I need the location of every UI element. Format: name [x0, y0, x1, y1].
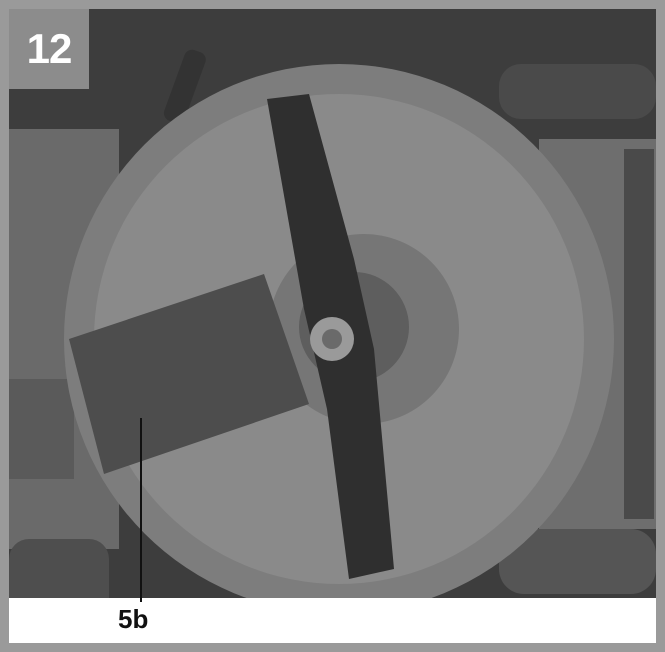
mulch-deflector [69, 274, 309, 474]
top-right-wheel [499, 64, 656, 119]
left-motor-housing [9, 379, 74, 479]
mower-illustration [9, 9, 656, 643]
caption-band [9, 598, 656, 643]
height-lever [163, 49, 206, 124]
callout-label: 5b [118, 604, 149, 634]
step-number-badge: 12 [9, 9, 89, 89]
bottom-right-wheel [499, 529, 656, 594]
mower-underside-photo [9, 9, 656, 643]
right-grille [624, 149, 654, 519]
blade-bolt-center [322, 329, 342, 349]
callout-leader-line [140, 418, 142, 602]
